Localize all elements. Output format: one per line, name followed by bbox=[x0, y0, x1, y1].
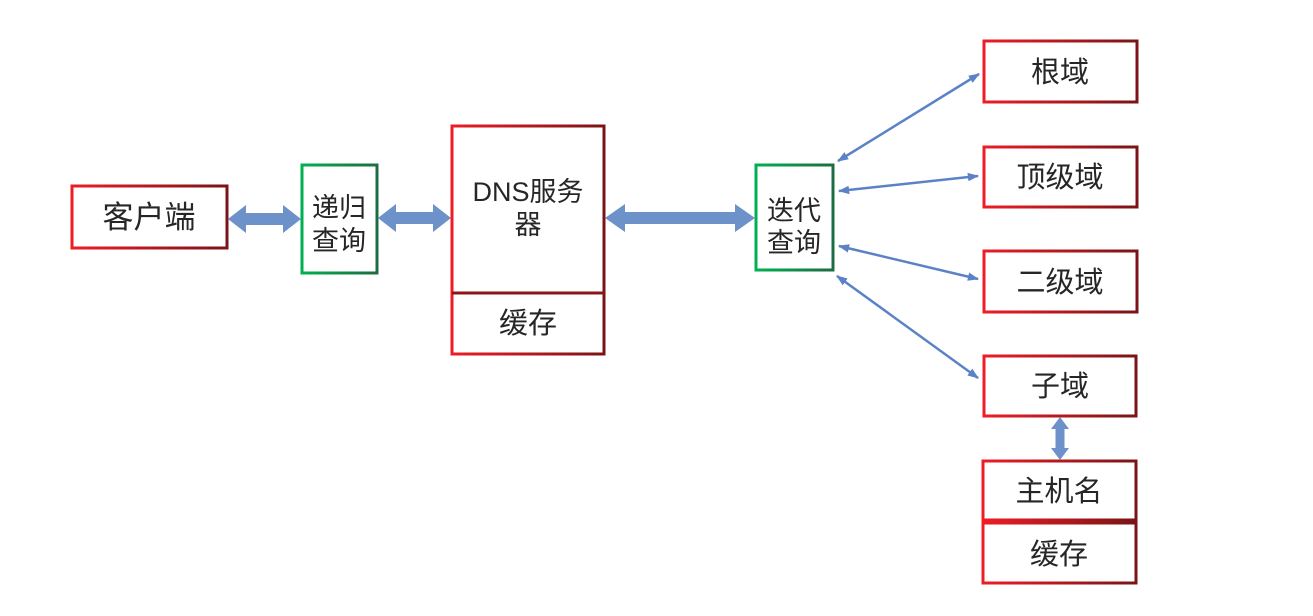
connector-iterative-subdomain-icon bbox=[836, 274, 979, 380]
dns-server-label-line2: 器 bbox=[515, 210, 542, 240]
client-box bbox=[70, 184, 229, 250]
dns-server-label-line1: DNS服务 bbox=[472, 177, 583, 207]
root-domain-box bbox=[982, 39, 1139, 104]
hostname-box bbox=[981, 459, 1138, 522]
second-level-domain-label: 二级域 bbox=[1016, 266, 1103, 299]
dns-server-box bbox=[450, 124, 606, 356]
hostname-cache-label: 缓存 bbox=[1030, 538, 1088, 571]
connector-iterative-sld-icon bbox=[837, 244, 980, 281]
sub-domain-box bbox=[982, 354, 1138, 418]
root-domain-label: 根域 bbox=[1031, 56, 1089, 89]
iterative-query-label-line1: 迭代 bbox=[767, 196, 821, 226]
iterative-query-label-line2: 查询 bbox=[767, 228, 821, 258]
second-level-domain-box bbox=[982, 249, 1139, 314]
sub-domain-label: 子域 bbox=[1031, 370, 1089, 403]
double-arrow-dns-iterative-icon bbox=[605, 204, 755, 232]
top-level-domain-label: 顶级域 bbox=[1016, 161, 1103, 194]
iterative-query-box bbox=[754, 163, 835, 272]
client-label: 客户端 bbox=[103, 200, 196, 235]
recursive-query-label-line2: 查询 bbox=[312, 226, 366, 256]
double-arrow-recursive-dns-icon bbox=[378, 204, 451, 232]
recursive-query-label-line1: 递归 bbox=[312, 193, 366, 223]
double-arrow-subdomain-hostname-icon bbox=[1051, 417, 1069, 460]
hostname-cache-box bbox=[981, 521, 1138, 585]
hostname-label: 主机名 bbox=[1015, 475, 1102, 508]
dns-cache-label: 缓存 bbox=[499, 307, 557, 340]
recursive-query-box bbox=[300, 163, 379, 275]
connector-iterative-tld-icon bbox=[837, 172, 980, 195]
dns-server-label-cn: 服务 bbox=[530, 177, 584, 207]
top-level-domain-box bbox=[982, 145, 1139, 209]
dns-server-label-en: DNS bbox=[472, 177, 529, 207]
double-arrow-client-recursive-icon bbox=[228, 205, 301, 233]
connector-iterative-root-icon bbox=[837, 72, 980, 163]
